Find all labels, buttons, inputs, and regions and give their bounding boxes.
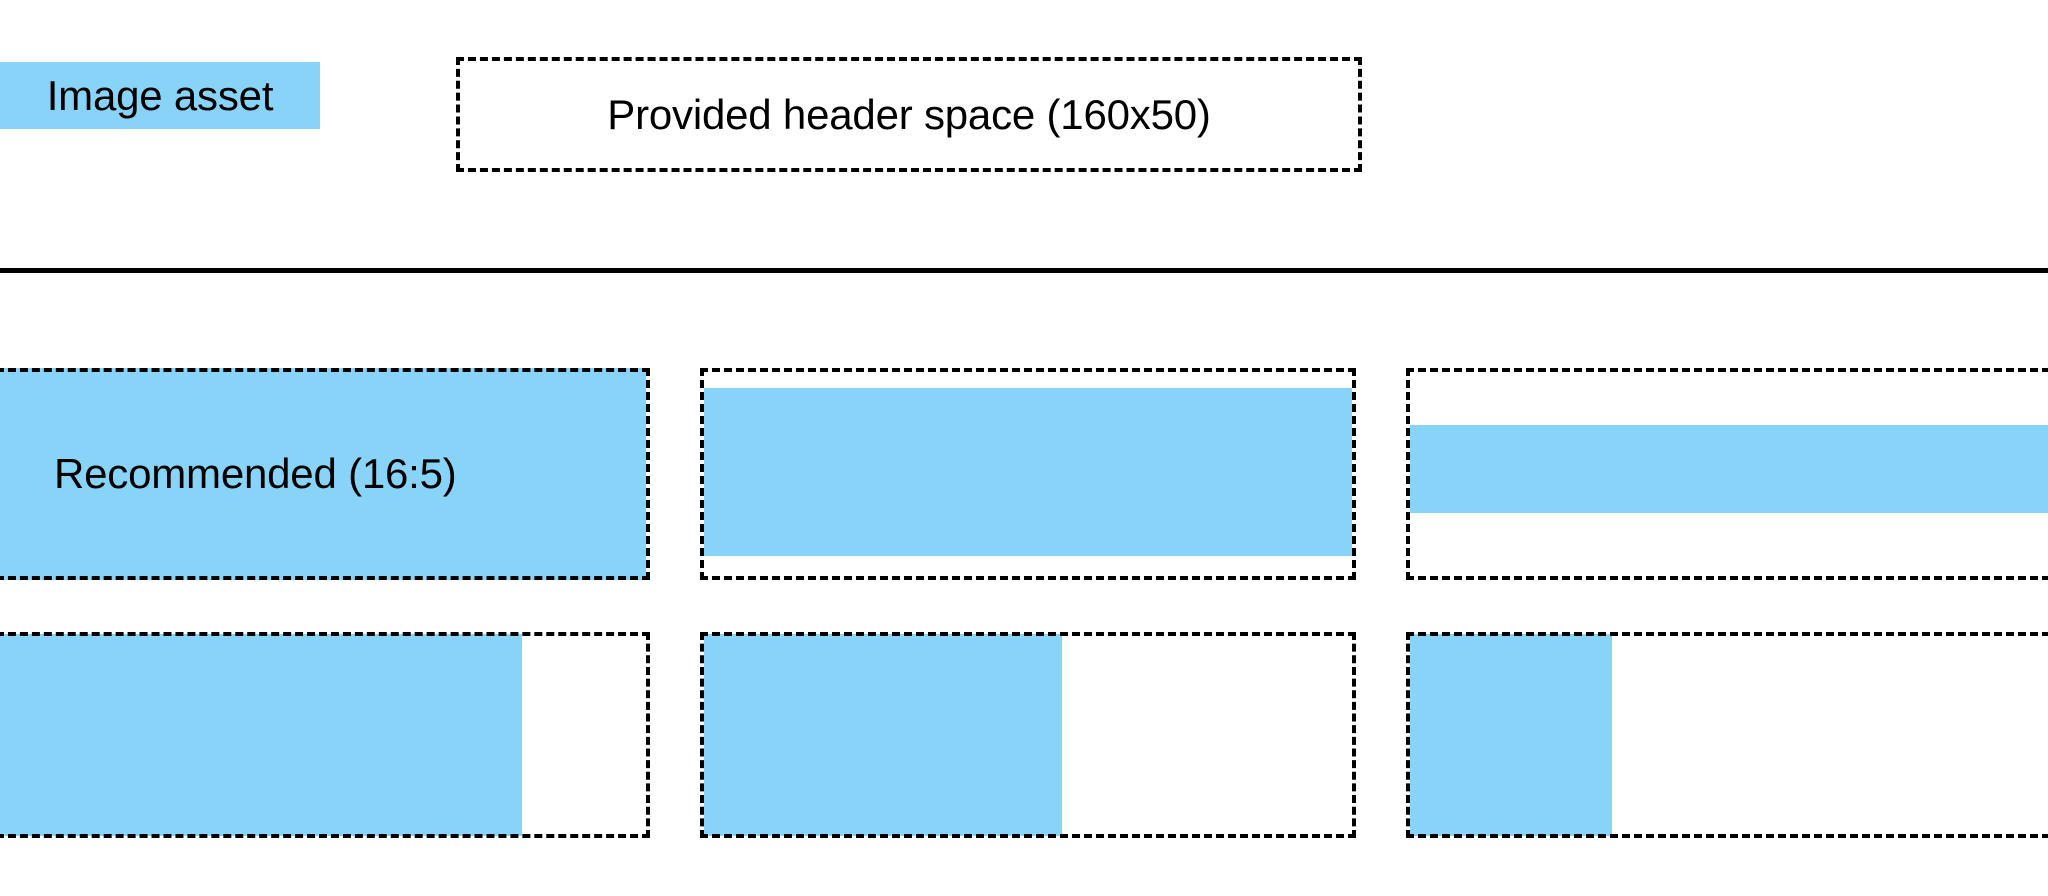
- example-fill-narrow-left: [1410, 634, 1612, 836]
- example-fill-recommended: [0, 368, 646, 580]
- example-frame-thin-band: [1406, 368, 2048, 580]
- example-fill-medium-left: [704, 634, 1062, 836]
- example-fill-thin-band: [1410, 425, 2048, 513]
- example-frame-narrow-left: [1406, 632, 2048, 838]
- image-asset-text: Image asset: [46, 71, 274, 119]
- provided-header-space-text: Provided header space (160x50): [607, 90, 1211, 138]
- recommended-caption-text: Recommended (16:5): [54, 450, 457, 497]
- example-frame-recommended: [0, 368, 650, 580]
- provided-header-space-frame: [456, 57, 1362, 172]
- provided-header-space-label: Provided header space (160x50): [456, 57, 1362, 172]
- image-asset-swatch-label: Image asset: [0, 62, 320, 129]
- example-frame-letterboxed: [700, 368, 1356, 580]
- example-fill-wide-left: [0, 634, 522, 836]
- recommended-caption-wrap: Recommended (16:5): [0, 368, 646, 580]
- example-fill-letterboxed: [704, 388, 1352, 556]
- example-frame-wide-left: [0, 632, 650, 838]
- image-asset-swatch: [0, 62, 320, 129]
- example-frame-medium-left: [700, 632, 1356, 838]
- section-divider: [0, 268, 2048, 273]
